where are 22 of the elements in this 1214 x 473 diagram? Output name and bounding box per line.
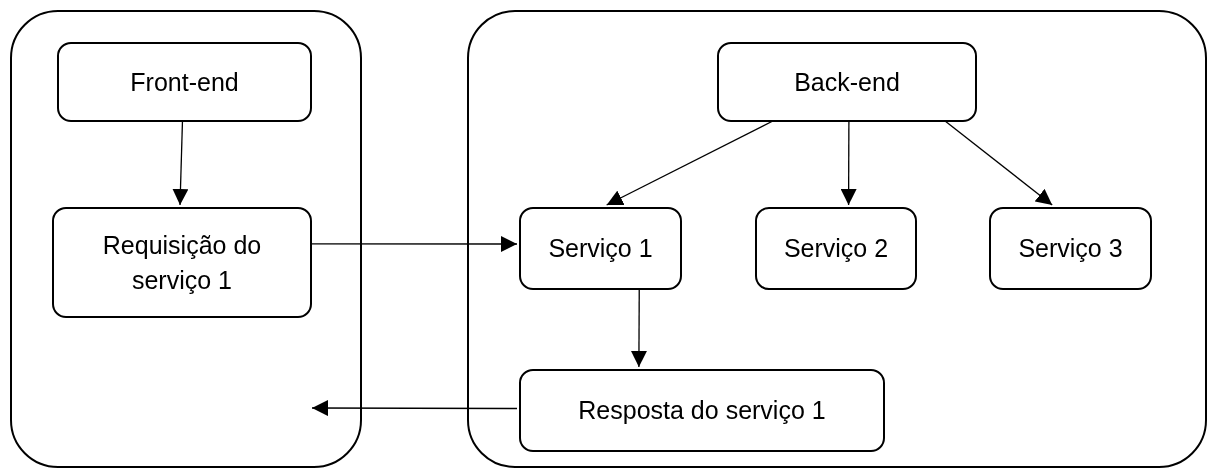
- node-label: Resposta do serviço 1: [577, 395, 827, 426]
- arrow: [943, 119, 1053, 206]
- arrow: [840, 119, 857, 206]
- process-box: [755, 207, 917, 290]
- process-box: [519, 207, 682, 290]
- process-box: [519, 369, 885, 452]
- arrow: [630, 287, 647, 368]
- node-label: Back-end: [793, 66, 901, 98]
- process-box: [57, 42, 312, 122]
- node-label: Serviço 1: [547, 233, 654, 264]
- arrow: [309, 236, 518, 252]
- node-label: Serviço 2: [782, 233, 890, 264]
- container-panel: [10, 10, 362, 468]
- arrow: [311, 400, 518, 417]
- arrow: [172, 119, 189, 206]
- process-box: [52, 207, 312, 318]
- process-box: [717, 42, 977, 122]
- node-label: Serviço 3: [1017, 233, 1124, 264]
- node-label: Front-end: [129, 66, 240, 98]
- container-panel: [467, 10, 1207, 468]
- process-box: [989, 207, 1152, 290]
- node-label: Requisição do serviço 1: [101, 229, 263, 296]
